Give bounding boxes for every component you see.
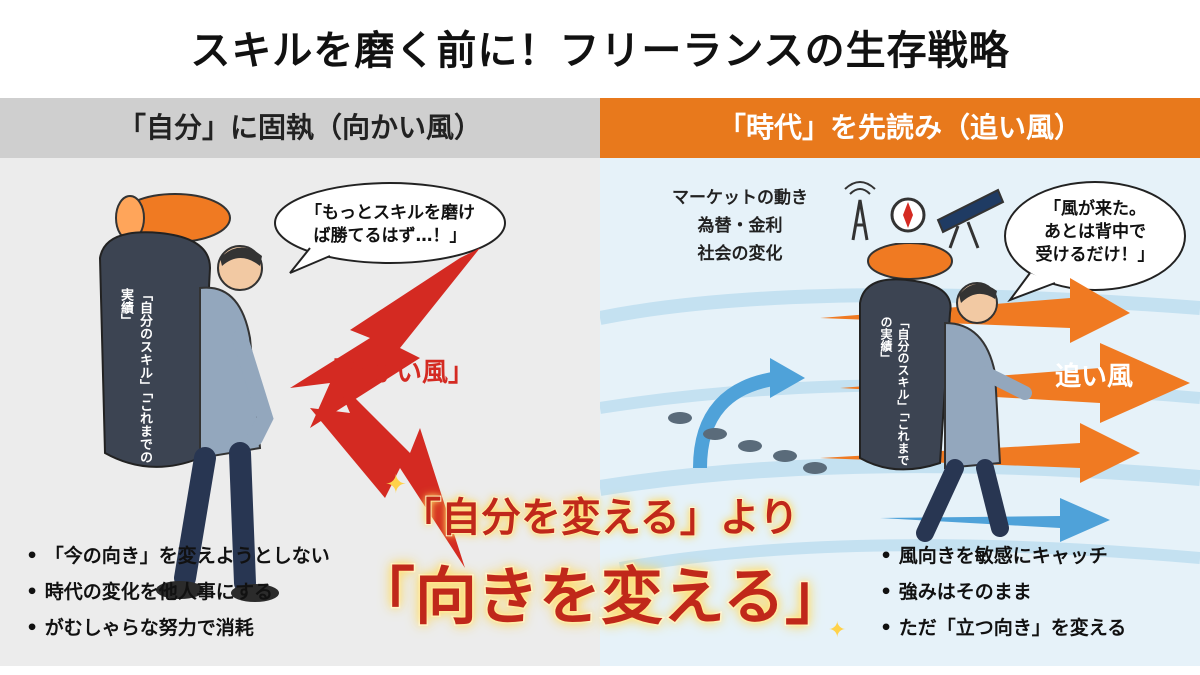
center-message-line1: 「自分を変える」より (400, 494, 800, 542)
market-factors: マーケットの動き 為替・金利 社会の変化 (630, 184, 850, 268)
left-speech-text: 「もっとスキルを磨け ば勝てるはず…！」 (305, 203, 475, 246)
telescope-icon (936, 188, 1005, 249)
left-backpack-label: 「自分のスキル」「これまでの実績」 (118, 288, 152, 464)
left-bullet-item: 「今の向き」を変えようとしない (26, 538, 386, 574)
tailwind-label: 追い風 (1055, 362, 1134, 392)
right-bullet-list: 風向きを敏感にキャッチ 強みはそのまま ただ「立つ向き」を変える (880, 538, 1190, 646)
footprints (668, 412, 827, 474)
right-bullet-item: 風向きを敏感にキャッチ (880, 538, 1190, 574)
headwind-label: 「向かい風」 (318, 358, 475, 388)
right-bullet-item: 強みはそのまま (880, 574, 1190, 610)
turn-arrow (693, 358, 805, 469)
sparkle-icon: ✦ (828, 618, 847, 643)
center-message-line2: 「向きを変える」 (351, 559, 848, 635)
right-speech-bubble (1004, 181, 1186, 303)
right-speech-text: 「風が来た。 あとは背中で 受けるだけ！」 (1035, 199, 1155, 265)
right-bullet-item: ただ「立つ向き」を変える (880, 610, 1190, 646)
right-backpack-label: 「自分のスキル」「これまでの実績」 (879, 316, 910, 466)
left-panel: 「自分」に固執（向かい風） 「自分のスキル」「これまでの実績」 (0, 98, 600, 666)
compass-icon (890, 197, 926, 233)
headwind-arrows (290, 248, 480, 568)
factor-item: マーケットの動き (672, 188, 808, 208)
trend-icons (844, 181, 1005, 249)
left-header: 「自分」に固執（向かい風） (0, 98, 600, 158)
left-bullet-item: がむしゃらな努力で消耗 (26, 610, 386, 646)
left-bullet-item: 時代の変化を他人事にする (26, 574, 386, 610)
right-panel: 「時代」を先読み（追い風） マーケットの動き 為替・金利 社会の変化 (600, 98, 1200, 666)
left-bullet-list: 「今の向き」を変えようとしない 時代の変化を他人事にする がむしゃらな努力で消耗 (26, 538, 386, 646)
sparkle-icon: ✦ (385, 470, 407, 500)
confident-man-illustration (859, 243, 1032, 542)
factor-item: 社会の変化 (697, 244, 783, 264)
left-speech-bubble (274, 182, 506, 274)
right-header: 「時代」を先読み（追い風） (600, 98, 1200, 158)
page-title: スキルを磨く前に！フリーランスの生存戦略 (190, 28, 1010, 74)
factor-item: 為替・金利 (697, 216, 783, 236)
antenna-icon (844, 181, 876, 241)
